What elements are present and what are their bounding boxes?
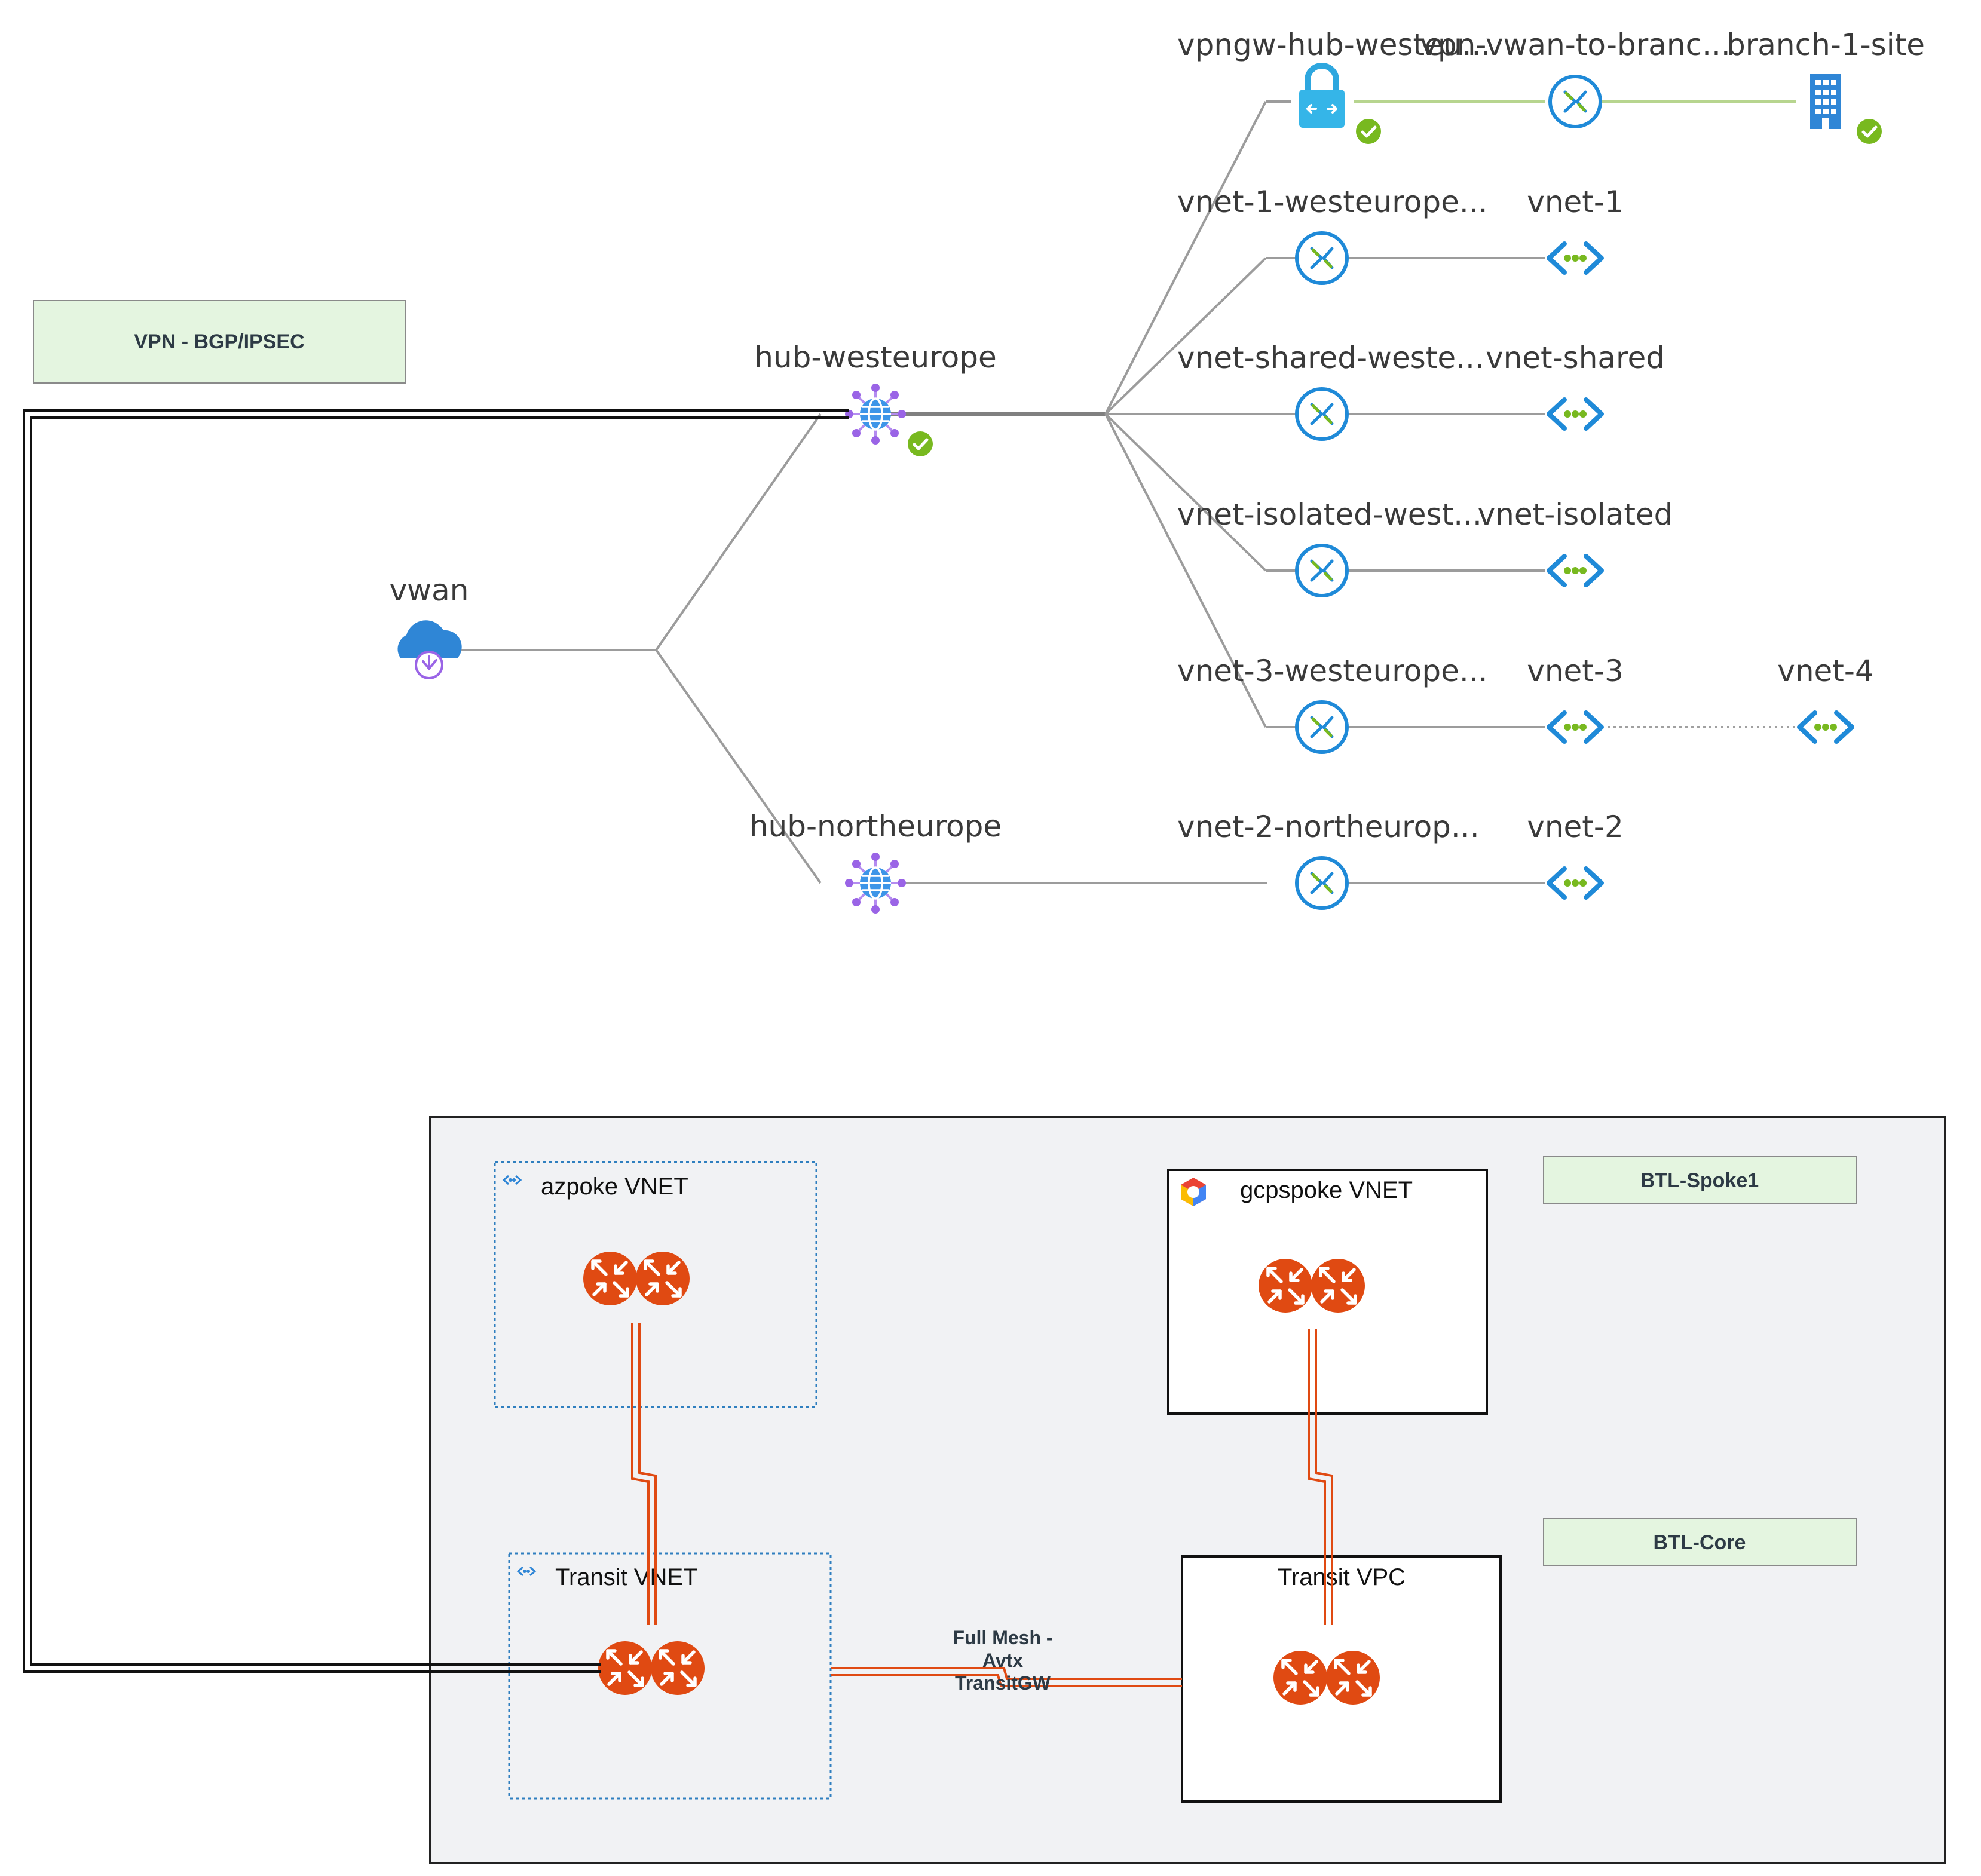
hub-westeurope-status-icon xyxy=(905,429,935,459)
full-mesh-line-2: Avtx xyxy=(982,1650,1023,1671)
vwan-topology: vwan hub-westeurope hub-northeurope vpng… xyxy=(390,27,1925,928)
vnet-icon[interactable] xyxy=(1799,713,1852,741)
row-3-target-label: vnet-isolated xyxy=(1478,497,1673,532)
btl-core-tag: BTL-Core xyxy=(1543,1518,1857,1566)
row-1-conn-label: vnet-1-westeurope... xyxy=(1177,185,1488,219)
vnet-connection-icon[interactable] xyxy=(1297,389,1347,439)
row-0-extra-label: branch-1-site xyxy=(1726,27,1925,62)
azpoke-label: azpoke VNET xyxy=(541,1173,688,1200)
full-mesh-line-1: Full Mesh - xyxy=(953,1627,1052,1648)
vpn-connection-icon[interactable] xyxy=(1550,76,1600,127)
row-3-conn-label: vnet-isolated-west... xyxy=(1177,497,1482,532)
vwan-label: vwan xyxy=(390,573,469,608)
row-0-target-label: vpn-vwan-to-branc... xyxy=(1420,27,1731,62)
aviatrix-tunnels xyxy=(631,1323,1333,1687)
vpn-gateway-status-icon xyxy=(1354,117,1383,146)
full-mesh-annotation: Full Mesh - Avtx TransitGW xyxy=(953,1627,1052,1694)
azpoke-vnet-box: azpoke VNET xyxy=(494,1161,817,1408)
topology-connectors xyxy=(454,100,1796,884)
gcp-logo-icon xyxy=(1181,1178,1206,1206)
hub-westeurope-icon[interactable] xyxy=(844,382,907,446)
aviatrix-panel: azpoke VNET gcpspoke VNET Transit VNET xyxy=(429,1116,1946,1864)
row-5-conn-label: vnet-2-northeurop... xyxy=(1177,810,1480,844)
row-2-target-label: vnet-shared xyxy=(1486,341,1665,375)
row-4-conn-label: vnet-3-westeurope... xyxy=(1177,654,1488,688)
row-0-conn-label: vpngw-hub-westeu... xyxy=(1177,27,1490,62)
vnet-connection-icon[interactable] xyxy=(1297,702,1347,752)
btl-spoke1-tag: BTL-Spoke1 xyxy=(1543,1156,1857,1204)
branch-building-icon[interactable] xyxy=(1810,74,1841,129)
row-4-extra-label: vnet-4 xyxy=(1777,654,1874,688)
hub-northeurope-icon[interactable] xyxy=(844,851,907,915)
vnet-connection-icon[interactable] xyxy=(1297,545,1347,596)
branch-status-icon xyxy=(1854,117,1884,146)
row-5-target-label: vnet-2 xyxy=(1527,810,1624,844)
vnet-connection-icon[interactable] xyxy=(1297,233,1347,283)
row-4-target-label: vnet-3 xyxy=(1527,654,1624,688)
vpn-bgp-link xyxy=(23,409,849,1673)
vpn-tag: VPN - BGP/IPSEC xyxy=(33,300,406,384)
row-2-conn-label: vnet-shared-weste... xyxy=(1177,341,1484,375)
vpn-tag-label: VPN - BGP/IPSEC xyxy=(134,330,304,353)
full-mesh-line-3: TransitGW xyxy=(955,1672,1051,1694)
btl-core-label: BTL-Core xyxy=(1654,1531,1746,1554)
hub-westeurope-label: hub-westeurope xyxy=(754,340,996,375)
hub-northeurope-status-icon xyxy=(905,898,935,928)
transit-vnet-label: Transit VNET xyxy=(555,1564,698,1590)
transit-vpc-label: Transit VPC xyxy=(1278,1564,1406,1590)
vnet-icon[interactable] xyxy=(1549,713,1602,741)
vnet-connection-icon[interactable] xyxy=(1297,858,1347,908)
row-1-target-label: vnet-1 xyxy=(1527,185,1624,219)
gcpspoke-label: gcpspoke VNET xyxy=(1240,1177,1413,1203)
vwan-icon[interactable] xyxy=(397,620,462,679)
vnet-icon[interactable] xyxy=(1549,400,1602,428)
vnet-icon[interactable] xyxy=(1549,869,1602,897)
btl-spoke1-label: BTL-Spoke1 xyxy=(1640,1169,1759,1192)
vnet-icon[interactable] xyxy=(1549,244,1602,272)
vpn-gateway-icon[interactable] xyxy=(1299,63,1345,128)
vnet-icon[interactable] xyxy=(1549,556,1602,585)
hub-northeurope-label: hub-northeurope xyxy=(749,809,1002,844)
